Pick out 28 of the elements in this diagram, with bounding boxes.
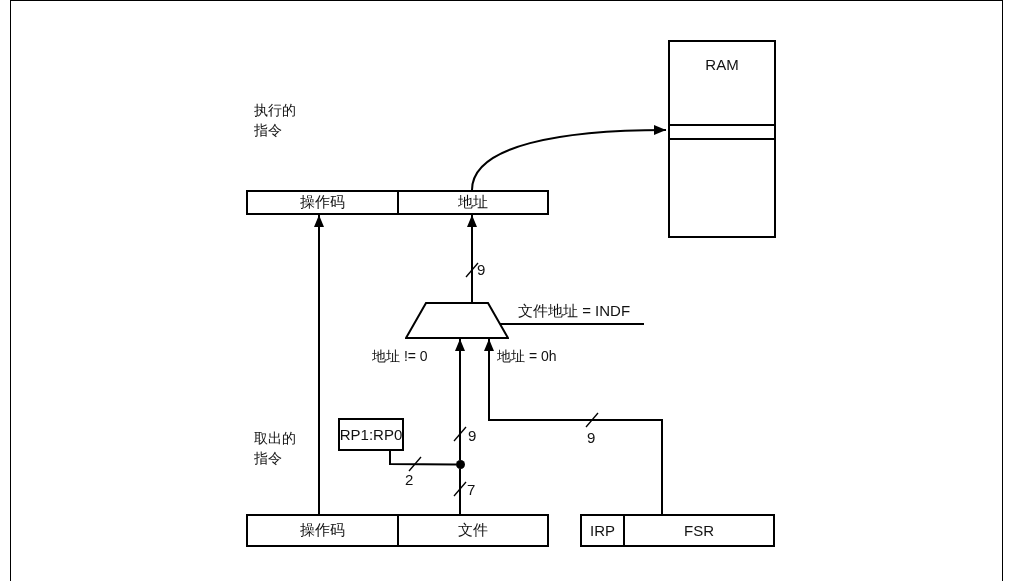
bus-width-label: 9 — [468, 428, 477, 443]
register-caption: 取出的指令 — [254, 429, 297, 469]
condition-label: 地址 = 0h — [497, 347, 557, 366]
arrow — [484, 338, 663, 515]
memory-slot — [668, 124, 776, 140]
register-caption: 执行的指令 — [254, 101, 297, 141]
register-field: 操作码 — [246, 514, 399, 547]
register-field: FSR — [623, 514, 775, 547]
register-field: RP1:RP0 — [338, 418, 404, 451]
signal-label: 文件地址 = INDF — [518, 302, 644, 324]
register-field: IRP — [580, 514, 625, 547]
register-field: 操作码 — [246, 190, 399, 215]
arrow — [314, 214, 324, 515]
register-field: 文件 — [397, 514, 549, 547]
memory-label: RAM — [705, 56, 739, 73]
arrow — [471, 125, 667, 191]
bus-width-label: 9 — [477, 262, 486, 277]
bus-line — [389, 450, 457, 466]
arrow — [467, 214, 477, 303]
condition-label: 地址 != 0 — [372, 347, 428, 366]
bus-width-label: 2 — [405, 472, 414, 487]
leader-line — [499, 323, 645, 325]
bus-line — [459, 468, 461, 515]
bus-width-label: 9 — [587, 430, 596, 445]
register-field: 地址 — [397, 190, 549, 215]
bus-width-label: 7 — [467, 482, 476, 497]
memory-block — [668, 40, 776, 238]
arrow — [455, 338, 465, 461]
